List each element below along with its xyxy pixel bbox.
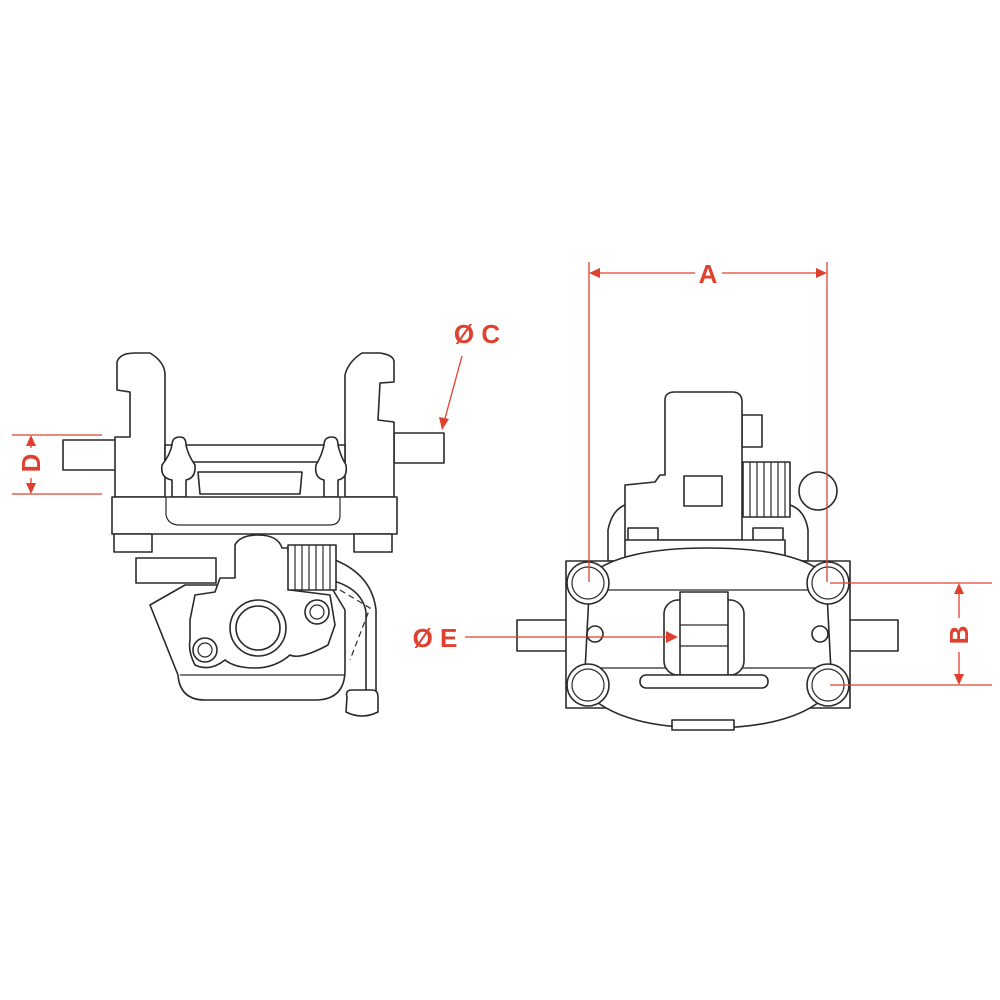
nut-left bbox=[627, 527, 659, 542]
spring bbox=[287, 544, 337, 591]
handle-knob bbox=[798, 471, 838, 511]
lower-shaft bbox=[135, 557, 217, 584]
left-shaft bbox=[516, 619, 568, 652]
front-view bbox=[516, 391, 899, 731]
left-lug bbox=[160, 436, 196, 498]
cross-bar bbox=[164, 444, 346, 463]
dimension-c-label: Ø C bbox=[454, 319, 500, 349]
dimension-d: D bbox=[12, 434, 102, 495]
dimension-a-label: A bbox=[699, 259, 718, 289]
side-view bbox=[62, 352, 445, 717]
dimension-b-label: B bbox=[944, 626, 974, 645]
dimension-a: A bbox=[588, 259, 828, 582]
nut-right bbox=[752, 527, 784, 542]
right-lug bbox=[314, 436, 348, 498]
left-shaft bbox=[62, 439, 118, 471]
dimension-b: B bbox=[830, 582, 992, 686]
latch bbox=[197, 471, 303, 495]
jaw-housing bbox=[624, 391, 743, 541]
window bbox=[683, 475, 723, 507]
bolt-upper bbox=[304, 599, 330, 625]
dimension-d-label: D bbox=[16, 454, 46, 473]
handle-grip bbox=[345, 689, 379, 717]
dimension-e-label: Ø E bbox=[413, 623, 458, 653]
dimension-c: Ø C bbox=[439, 319, 500, 430]
side-hole-left bbox=[586, 625, 604, 643]
right-shaft bbox=[393, 432, 445, 464]
lower-lip bbox=[639, 674, 769, 689]
bolt-block-right bbox=[353, 533, 393, 553]
left-post bbox=[114, 352, 166, 498]
side-hole-right bbox=[811, 625, 829, 643]
mounting-plate bbox=[111, 496, 398, 535]
spring bbox=[742, 461, 791, 518]
bolt-block-left bbox=[113, 533, 153, 553]
dimension-e: Ø E bbox=[413, 623, 678, 653]
bottom-stub bbox=[671, 719, 735, 731]
right-shaft bbox=[848, 619, 899, 652]
side-tab bbox=[741, 414, 763, 448]
coupling-pin bbox=[679, 591, 729, 676]
bolt-lower bbox=[192, 637, 218, 663]
right-post bbox=[344, 352, 395, 498]
